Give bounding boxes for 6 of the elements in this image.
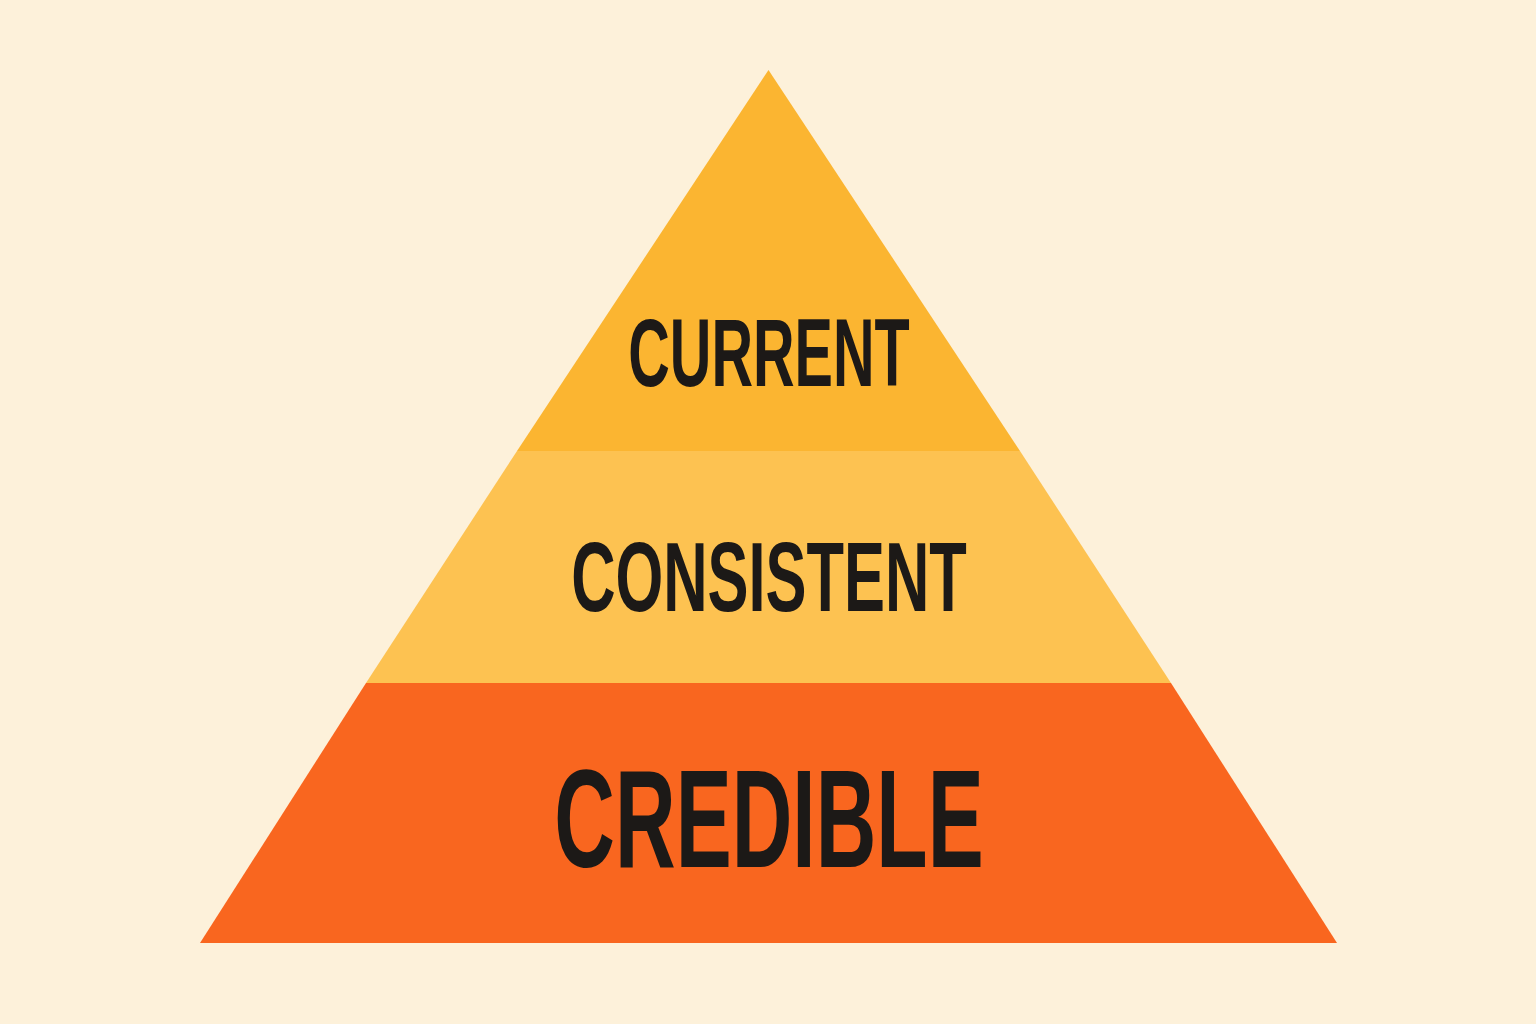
tier-label: CONSISTENT [570,526,967,626]
tier-label: CREDIBLE [553,749,984,889]
pyramid-tier [366,451,1171,683]
pyramid-tier [200,683,1337,943]
tier-label: CURRENT [627,305,910,401]
pyramid-tier [517,70,1020,451]
